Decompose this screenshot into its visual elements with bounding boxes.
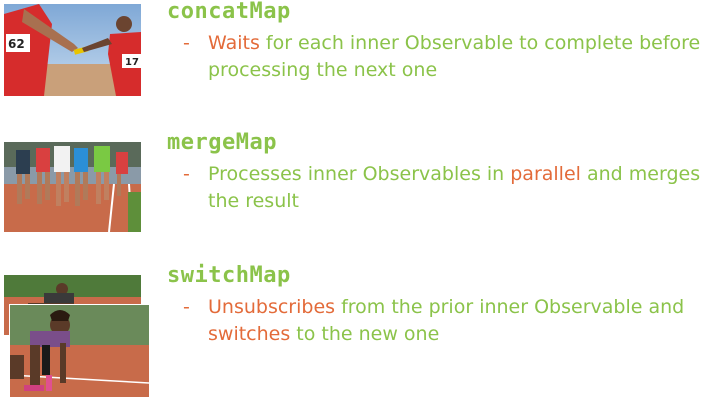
description-text: Processes inner Observables in xyxy=(208,163,511,185)
operator-description: -Unsubscribes from the prior inner Obser… xyxy=(167,294,703,348)
section-concatmap: concatMap -Waits for each inner Observab… xyxy=(167,0,703,84)
description-text: and merges the result xyxy=(208,163,701,212)
section-switchmap: switchMap -Unsubscribes from the prior i… xyxy=(167,264,703,348)
bullet-dash: - xyxy=(183,32,190,54)
bullet-dash: - xyxy=(183,163,190,185)
highlight-text: Waits xyxy=(208,32,260,54)
highlight-text: switches xyxy=(208,323,291,345)
description-text: to the new one xyxy=(290,323,440,345)
operator-description: -Waits for each inner Observable to comp… xyxy=(167,30,703,84)
highlight-text: parallel xyxy=(510,163,581,185)
running-race-photo xyxy=(4,142,141,232)
operator-description: -Processes inner Observables in parallel… xyxy=(167,161,703,215)
highlight-text: Unsubscribes xyxy=(208,296,336,318)
bullet-dash: - xyxy=(183,296,190,318)
svg-text:62: 62 xyxy=(8,37,25,51)
operator-name: switchMap xyxy=(167,263,291,288)
description-text: for each inner Observable to complete be… xyxy=(208,32,701,81)
operator-name: concatMap xyxy=(167,0,291,24)
operator-name: mergeMap xyxy=(167,130,277,155)
section-mergemap: mergeMap -Processes inner Observables in… xyxy=(167,131,703,215)
svg-text:17: 17 xyxy=(125,57,139,68)
relay-baton-pass-photo: 62 17 xyxy=(4,4,141,96)
sprinter-start-photo xyxy=(10,305,149,397)
description-text: from the prior inner Observable and xyxy=(335,296,685,318)
